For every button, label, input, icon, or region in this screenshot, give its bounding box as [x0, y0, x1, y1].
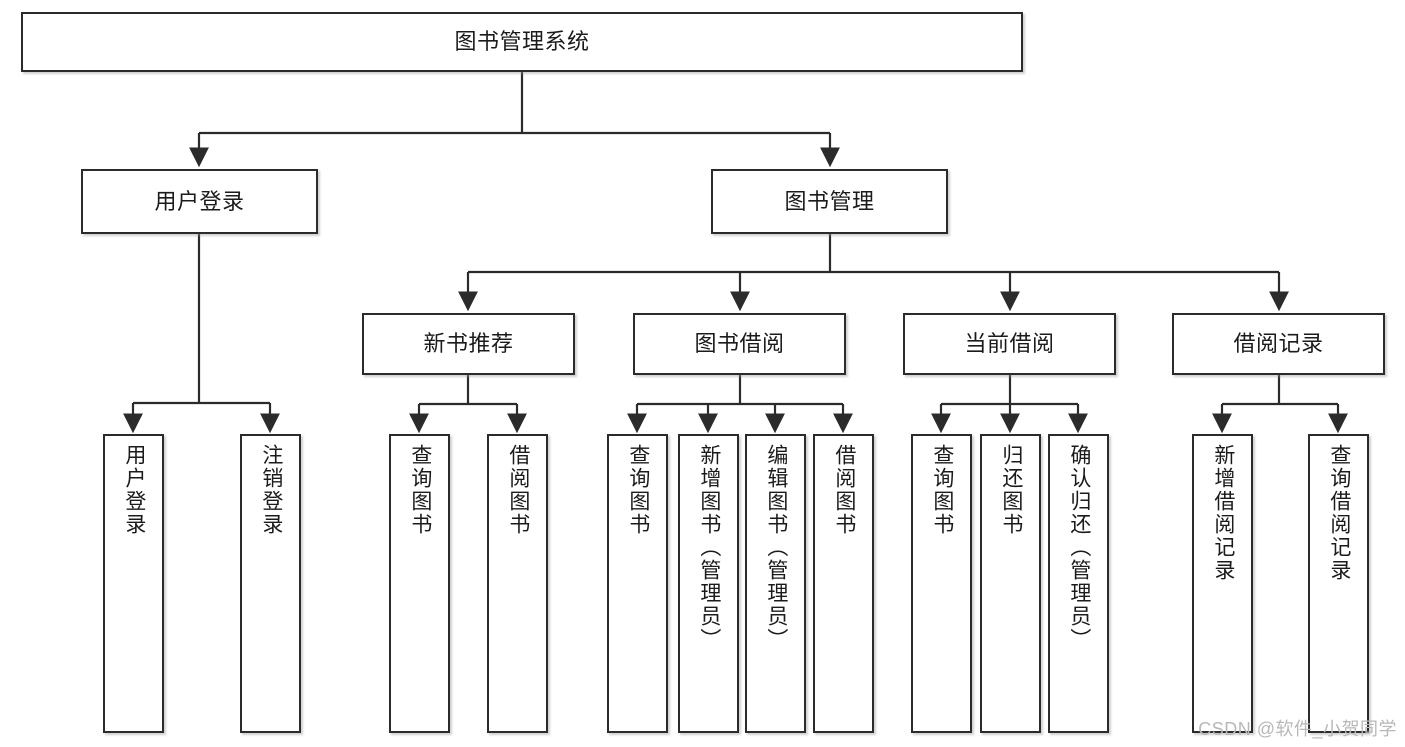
- leaf-query-book-1[interactable]: 查询图书: [389, 434, 450, 733]
- node-user-login-label: 用户登录: [154, 188, 245, 214]
- node-borrow-record[interactable]: 借阅记录: [1172, 313, 1385, 375]
- node-root-system[interactable]: 图书管理系统: [21, 12, 1023, 72]
- leaf-confirm-return[interactable]: 确认归还（管理员）: [1048, 434, 1109, 733]
- leaf-query-book-2[interactable]: 查询图书: [607, 434, 668, 733]
- leaf-query-book-1-label: 查询图书: [408, 444, 432, 536]
- node-book-manage-label: 图书管理: [784, 188, 875, 214]
- node-new-book-recommend[interactable]: 新书推荐: [362, 313, 575, 375]
- node-book-borrow-label: 图书借阅: [694, 331, 785, 357]
- node-borrow-record-label: 借阅记录: [1233, 331, 1324, 357]
- leaf-logout[interactable]: 注销登录: [240, 434, 301, 733]
- leaf-query-record[interactable]: 查询借阅记录: [1308, 434, 1369, 733]
- node-root-system-label: 图书管理系统: [454, 29, 590, 55]
- leaf-borrow-book-1-label: 借阅图书: [506, 444, 530, 536]
- leaf-borrow-book-1[interactable]: 借阅图书: [487, 434, 548, 733]
- leaf-confirm-return-label: 确认归还（管理员）: [1067, 444, 1091, 651]
- node-user-login[interactable]: 用户登录: [81, 169, 318, 234]
- watermark-text: CSDN @软件_小贺同学: [1198, 719, 1397, 739]
- leaf-query-book-3-label: 查询图书: [930, 444, 954, 536]
- leaf-user-login[interactable]: 用户登录: [103, 434, 164, 733]
- node-new-book-recommend-label: 新书推荐: [423, 331, 514, 357]
- leaf-edit-book-label: 编辑图书（管理员）: [764, 444, 788, 651]
- node-current-borrow[interactable]: 当前借阅: [903, 313, 1116, 375]
- leaf-query-book-2-label: 查询图书: [626, 444, 650, 536]
- leaf-borrow-book-2[interactable]: 借阅图书: [813, 434, 874, 733]
- leaf-add-record[interactable]: 新增借阅记录: [1192, 434, 1253, 733]
- leaf-add-record-label: 新增借阅记录: [1211, 444, 1235, 582]
- leaf-return-book[interactable]: 归还图书: [980, 434, 1041, 733]
- node-book-borrow[interactable]: 图书借阅: [633, 313, 846, 375]
- leaf-edit-book[interactable]: 编辑图书（管理员）: [745, 434, 806, 733]
- leaf-add-book[interactable]: 新增图书（管理员）: [678, 434, 739, 733]
- leaf-query-record-label: 查询借阅记录: [1327, 444, 1351, 582]
- leaf-add-book-label: 新增图书（管理员）: [697, 444, 721, 651]
- leaf-return-book-label: 归还图书: [999, 444, 1023, 536]
- node-current-borrow-label: 当前借阅: [964, 331, 1055, 357]
- leaf-logout-label: 注销登录: [259, 444, 283, 536]
- node-book-manage[interactable]: 图书管理: [711, 169, 948, 234]
- leaf-query-book-3[interactable]: 查询图书: [911, 434, 972, 733]
- leaf-borrow-book-2-label: 借阅图书: [832, 444, 856, 536]
- leaf-user-login-label: 用户登录: [122, 444, 146, 536]
